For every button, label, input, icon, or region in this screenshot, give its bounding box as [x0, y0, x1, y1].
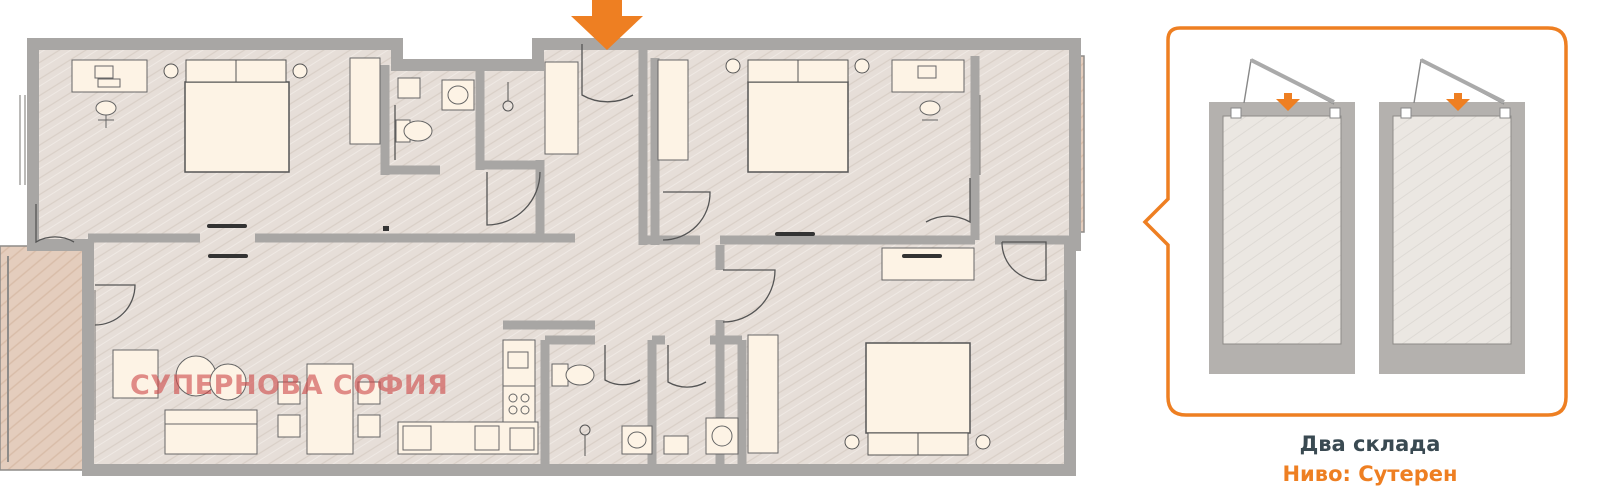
storage-unit-1	[1209, 58, 1355, 374]
kitchen-fixtures	[397, 339, 539, 455]
watermark: СУПЕРНОВА СОФИЯ	[130, 370, 449, 401]
living-room-furniture	[112, 254, 381, 455]
storage-unit-2	[1379, 58, 1525, 374]
windows	[19, 95, 1067, 420]
storage-caption-level: Ниво: Сутерен	[1282, 462, 1458, 486]
bedroom-1-furniture	[71, 57, 389, 231]
storage-caption-title: Два склада	[1299, 432, 1441, 456]
entrance-arrow-icon	[571, 0, 643, 50]
bedroom-2-furniture	[657, 58, 965, 236]
bathroom-bottom-fixtures	[551, 334, 779, 456]
balcony-left	[0, 245, 89, 471]
bedroom-3-furniture	[844, 247, 991, 456]
doors	[35, 44, 1047, 388]
storage-entrance-arrow-icon	[1276, 93, 1300, 111]
storage-callout	[1142, 26, 1568, 417]
storage-entrance-arrow-icon	[1446, 93, 1470, 111]
bathroom-top-fixtures	[395, 61, 579, 155]
